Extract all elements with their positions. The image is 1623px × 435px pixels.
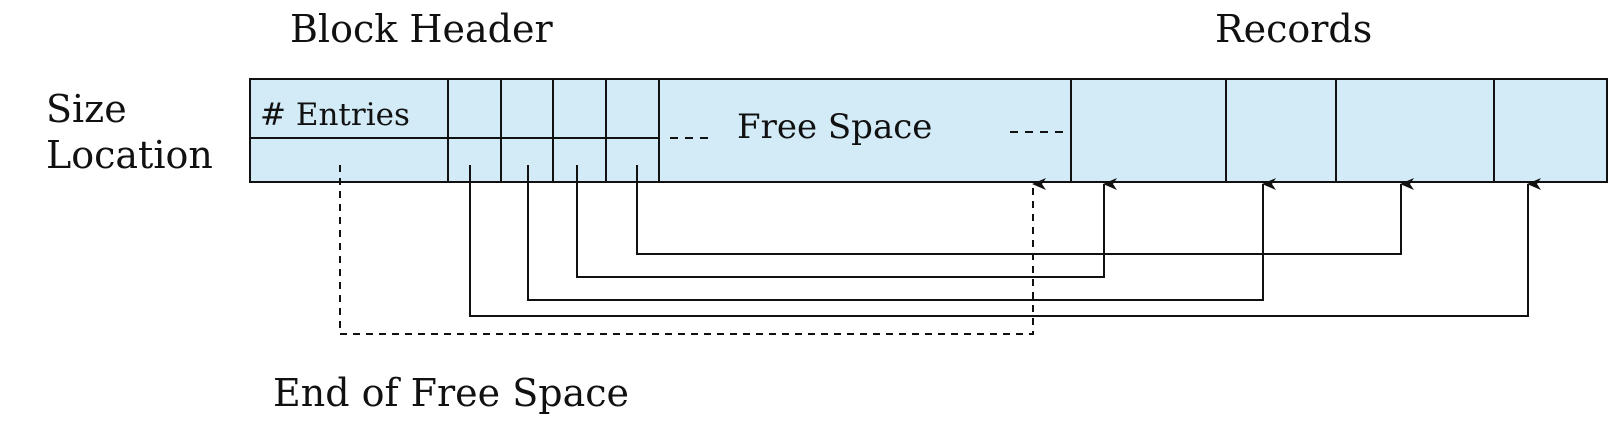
block-body — [249, 78, 1608, 183]
size-row-label: Size — [46, 87, 127, 131]
slot-1-pointer — [469, 165, 1541, 317]
slot-3-pointer — [576, 165, 1117, 278]
end-of-free-space-label: End of Free Space — [273, 371, 629, 415]
slot-4-pointer — [636, 165, 1414, 255]
slot-2-pointer — [527, 165, 1276, 301]
records-title: Records — [1215, 7, 1372, 51]
free-space-label: Free Space — [737, 107, 932, 147]
block-header-title: Block Header — [290, 7, 553, 51]
entries-label: # Entries — [260, 97, 410, 133]
location-row-label: Location — [46, 133, 213, 177]
end-of-free-space-pointer — [339, 165, 1046, 335]
